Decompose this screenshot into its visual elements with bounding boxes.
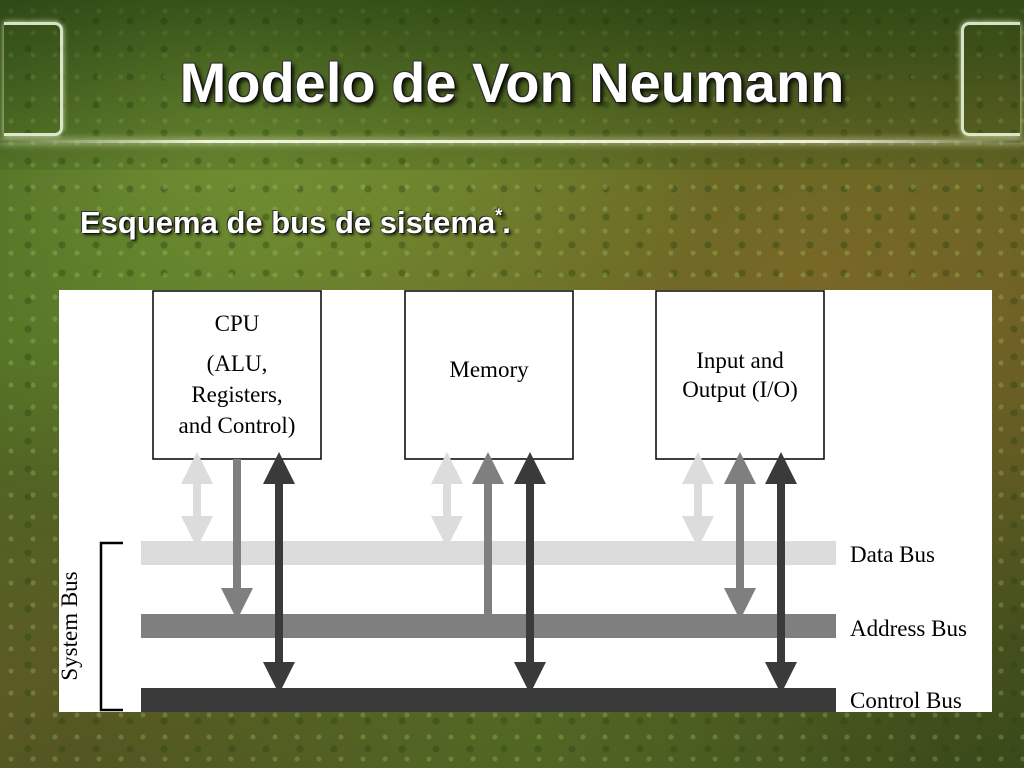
control-bus-label: Control Bus [850,688,962,712]
subtitle-text: Esquema de bus de sistema [80,205,496,240]
system-bus-diagram: CPU (ALU, Registers, and Control) Memory… [59,290,992,712]
slide-title: Modelo de Von Neumann [179,51,845,114]
memory-label: Memory [449,357,529,382]
cpu-sub-label-1: (ALU, [207,351,268,376]
subtitle-period: . [502,205,511,240]
right-corner-decoration [961,22,1020,136]
footnote-marker: * [495,205,503,226]
cpu-label: CPU [215,311,260,336]
header-glow-line [0,140,1024,143]
left-corner-decoration [4,22,63,136]
data-bus-label: Data Bus [850,542,935,567]
address-bus [141,614,836,638]
io-label-1: Input and [696,348,784,373]
control-bus [141,688,836,712]
diagram-canvas: CPU (ALU, Registers, and Control) Memory… [59,290,967,712]
cpu-box [152,290,322,460]
io-label-2: Output (I/O) [682,377,798,402]
system-bus-bracket [99,541,123,712]
system-bus-label: System Bus [59,571,82,680]
memory-box [404,290,574,460]
cpu-sub-label-2: Registers, [191,382,282,407]
cpu-sub-label-3: and Control) [179,413,296,438]
address-bus-label: Address Bus [850,616,967,641]
io-box [655,290,825,460]
slide-subtitle: Esquema de bus de sistema*. [80,205,511,241]
